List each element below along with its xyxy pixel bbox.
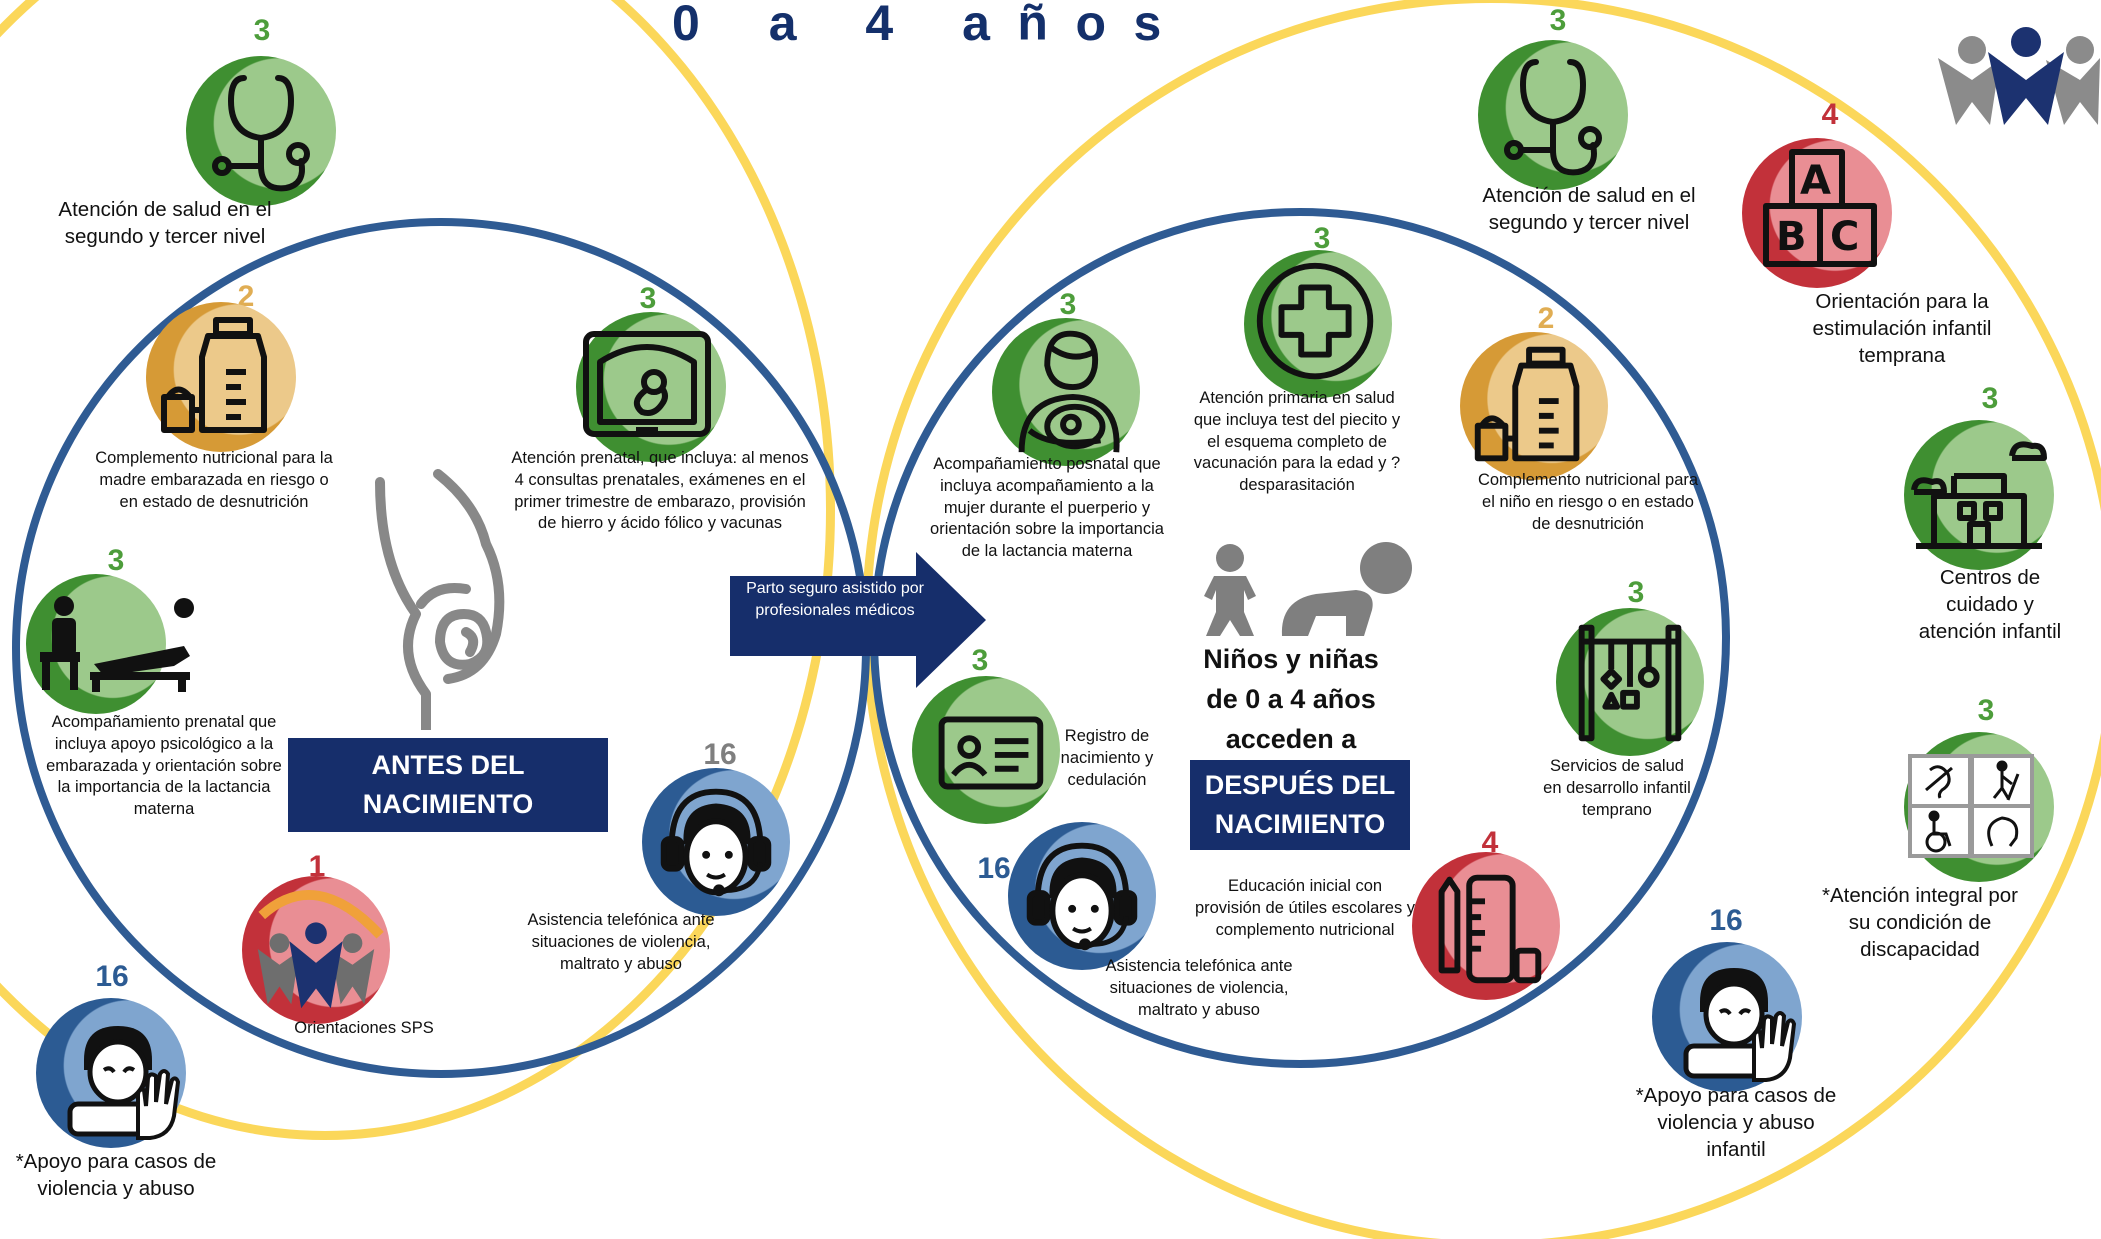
right-primary-number: 3 xyxy=(1313,222,1331,255)
stop-violence-icon xyxy=(67,1026,181,1140)
right-primary-disc xyxy=(1244,250,1392,398)
right-phone-disc xyxy=(1008,822,1156,970)
left-phone-disc xyxy=(642,768,790,916)
right-nutrition-label: Complemento nutricional para el niño en … xyxy=(1477,471,1699,533)
building-icon xyxy=(1911,441,2047,549)
right-disability-label: *Atención integral por su condición de d… xyxy=(1821,884,2018,962)
right-care-label: Centros de cuidado y atención infantil xyxy=(1918,566,2062,644)
family-logo-icon xyxy=(257,890,384,1009)
right-postnatal-number: 3 xyxy=(1059,288,1077,321)
left-sps-label: Orientaciones SPS xyxy=(294,1019,434,1037)
right-violence-icon-wrap xyxy=(1682,962,1802,1082)
school-supplies-icon xyxy=(1438,874,1542,984)
right-health-number: 3 xyxy=(1549,4,1567,37)
arrow-right-icon xyxy=(730,552,986,688)
right-health-disc xyxy=(1478,40,1628,190)
before-birth-banner: ANTES DEL NACIMIENTO xyxy=(288,738,608,832)
left-phone-number: 16 xyxy=(703,738,737,771)
id-card-icon xyxy=(938,716,1044,790)
right-development-number: 3 xyxy=(1627,576,1645,609)
left-psych-icon-wrap xyxy=(34,594,204,694)
right-development-label: Servicios de salud en desarrollo infanti… xyxy=(1543,757,1691,819)
left-psych-label: Acompañamiento prenatal que incluya apoy… xyxy=(46,713,282,819)
left-violence-label: *Apoyo para casos de violencia y abuso xyxy=(15,1150,217,1201)
left-nutrition-label: Complemento nutricional para la madre em… xyxy=(95,449,333,511)
birth-arrow xyxy=(730,552,986,688)
stop-violence-icon xyxy=(1683,968,1797,1082)
baby-figures xyxy=(1196,540,1416,640)
stethoscope-icon xyxy=(1504,59,1602,176)
formula-bottle-icon xyxy=(1474,346,1580,462)
formula-bottle-icon xyxy=(161,317,267,433)
left-sps-number: 1 xyxy=(308,850,326,883)
left-prenatal-number: 3 xyxy=(639,282,657,315)
left-health-disc xyxy=(186,56,336,206)
stethoscope-icon xyxy=(212,75,310,192)
left-health-number: 3 xyxy=(253,14,271,47)
birth-arrow-label: Parto seguro asistido por profesionales … xyxy=(746,580,924,619)
pregnant-woman xyxy=(366,464,546,735)
therapy-session-icon xyxy=(40,596,194,692)
kids-line-3: acceden a xyxy=(1225,723,1357,754)
page-title: 0 a 4 años xyxy=(672,0,1189,51)
disability-symbols-icon xyxy=(1908,754,2034,858)
after-birth-banner: DESPUÉS DEL NACIMIENTO xyxy=(1190,760,1410,850)
left-prenatal-label: Atención prenatal, que incluya: al menos… xyxy=(511,449,809,533)
left-psych-number: 3 xyxy=(107,544,125,577)
right-disability-number: 3 xyxy=(1977,694,1995,727)
kids-line-2: de 0 a 4 años xyxy=(1206,683,1376,714)
right-care-number: 3 xyxy=(1981,382,1999,415)
right-postnatal-label: Acompañamiento posnatal que incluya acom… xyxy=(930,455,1164,561)
logo xyxy=(1930,20,2100,130)
left-violence-number: 16 xyxy=(95,960,129,993)
left-health-label: Atención de salud en el segundo y tercer… xyxy=(58,198,272,249)
call-center-agent-icon xyxy=(660,788,772,897)
right-care-disc xyxy=(1904,420,2054,570)
right-education-disc xyxy=(1412,852,1560,1000)
right-registry-number: 3 xyxy=(971,644,989,677)
right-postnatal-disc xyxy=(992,318,1140,466)
right-registry-label: Registro de nacimiento y cedulación xyxy=(1060,727,1154,789)
right-stimulation-number: 4 xyxy=(1821,98,1839,131)
kids-line-1: Niños y niñas xyxy=(1203,644,1379,674)
right-primary-label: Atención primaria en salud que incluya t… xyxy=(1193,389,1401,495)
right-development-disc xyxy=(1556,608,1704,756)
right-health-label: Atención de salud en el segundo y tercer… xyxy=(1482,184,1696,235)
medical-cross-icon xyxy=(1256,262,1374,380)
breastfeeding-icon xyxy=(1018,330,1120,453)
kids-access-text: Niños y niñas de 0 a 4 años acceden a xyxy=(1176,640,1406,760)
left-prenatal-disc xyxy=(576,312,726,462)
pregnant-woman-outline-icon xyxy=(375,469,505,735)
right-education-number: 4 xyxy=(1481,826,1499,859)
right-registry-disc xyxy=(912,676,1060,824)
baby-icon xyxy=(1204,542,1412,636)
svg-text:C: C xyxy=(1830,214,1859,260)
left-sps-disc xyxy=(242,876,390,1024)
right-nutrition-number: 2 xyxy=(1537,302,1555,335)
left-phone-label: Asistencia telefónica ante situaciones d… xyxy=(527,911,715,973)
baby-mobile-icon xyxy=(1578,624,1682,742)
right-education-label: Educación inicial con provisión de útile… xyxy=(1194,877,1416,939)
three-people-logo-icon xyxy=(1938,27,2100,125)
ultrasound-icon xyxy=(583,331,711,437)
right-violence-number: 16 xyxy=(1709,904,1743,937)
right-stimulation-label: Orientación para la estimulación infanti… xyxy=(1812,290,1992,368)
right-nutrition-disc xyxy=(1460,332,1608,480)
right-phone-label: Asistencia telefónica ante situaciones d… xyxy=(1105,957,1293,1019)
disability-grid xyxy=(1908,754,2034,858)
right-violence-label: *Apoyo para casos de violencia y abuso i… xyxy=(1635,1084,1837,1162)
call-center-agent-icon xyxy=(1026,842,1138,951)
svg-text:A: A xyxy=(1800,158,1831,204)
right-phone-number: 16 xyxy=(977,852,1011,885)
left-violence-icon-wrap xyxy=(66,1020,186,1140)
svg-text:B: B xyxy=(1776,214,1807,260)
left-nutrition-disc xyxy=(146,302,296,452)
